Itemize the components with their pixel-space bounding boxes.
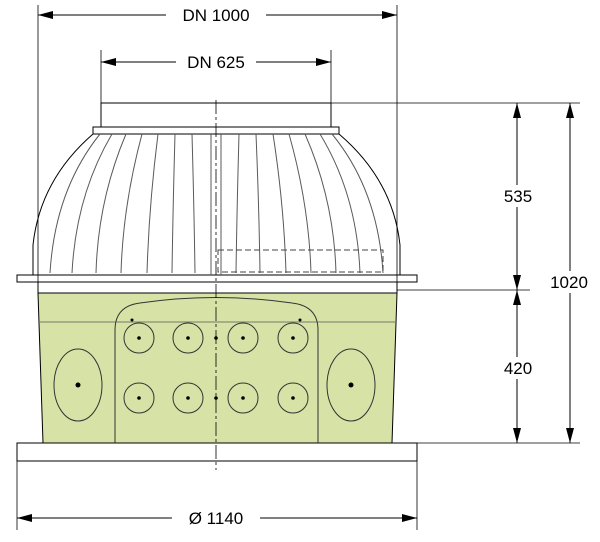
dimension-dn-inner: DN 625 [187, 53, 245, 72]
dimension-height-total: 1020 [550, 273, 588, 292]
side-port-right-dot [348, 382, 354, 388]
ports-upper-row [123, 322, 309, 354]
dimension-height-base: 420 [504, 359, 532, 378]
dome-ribs [49, 133, 384, 274]
base-slab [16, 442, 418, 462]
extension-lines-horizontal [331, 102, 580, 444]
extension-lines-vertical [16, 5, 418, 530]
ports-lower-row [123, 382, 309, 414]
side-port-left-dot [75, 382, 81, 388]
dimension-base-diameter: Ø 1140 [189, 509, 244, 528]
dashed-opening [217, 249, 384, 273]
dimension-arrows [17, 11, 574, 522]
dimension-dn-outer: DN 1000 [182, 6, 249, 25]
dome-flange [16, 274, 418, 283]
green-base-body [37, 292, 398, 444]
side-port-right [326, 348, 376, 422]
dome-outline [32, 133, 401, 276]
side-port-left [53, 348, 103, 422]
dimension-height-dome: 535 [504, 187, 532, 206]
